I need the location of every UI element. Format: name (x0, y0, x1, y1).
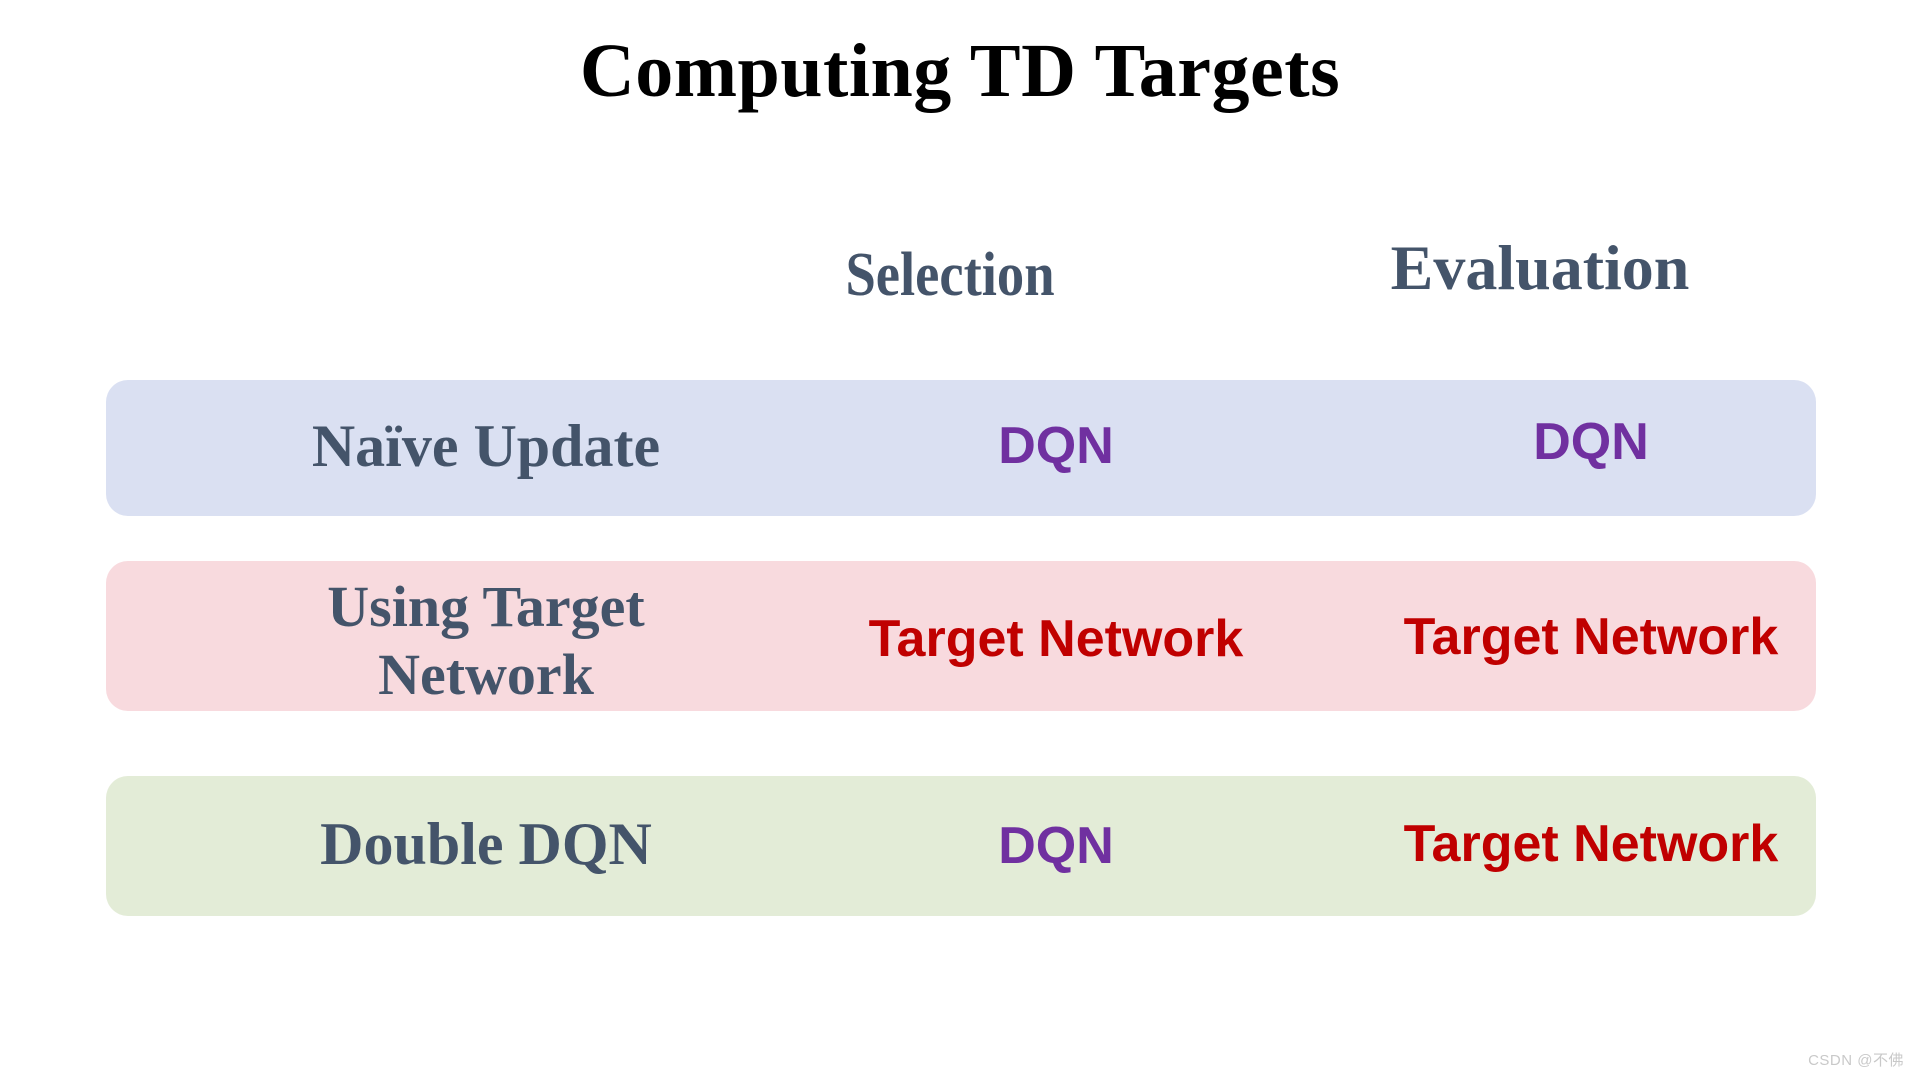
page-title: Computing TD Targets (579, 29, 1341, 113)
cell-using-target-network-selection: Target Network (868, 610, 1244, 668)
cell-naive-update-evaluation: DQN (1533, 413, 1649, 471)
cell-double-dqn-evaluation: Target Network (1403, 815, 1779, 873)
cell-using-target-network-evaluation: Target Network (1403, 608, 1779, 666)
table-row: Using Target Network Target Network Targ… (106, 561, 1816, 711)
watermark: CSDN @不佛 (1808, 1052, 1904, 1069)
cell-naive-update-selection: DQN (998, 417, 1114, 475)
row-label-double-dqn: Double DQN (320, 811, 652, 877)
row-label-using-target-network: Using Target Network (327, 574, 645, 707)
table-row: Naïve Update DQN DQN (106, 380, 1816, 516)
column-header-evaluation: Evaluation (1390, 232, 1690, 303)
table-row: Double DQN DQN Target Network (106, 776, 1816, 916)
row-label-naive-update: Naïve Update (311, 413, 661, 479)
column-header-selection: Selection (845, 241, 1055, 309)
cell-double-dqn-selection: DQN (998, 817, 1114, 875)
